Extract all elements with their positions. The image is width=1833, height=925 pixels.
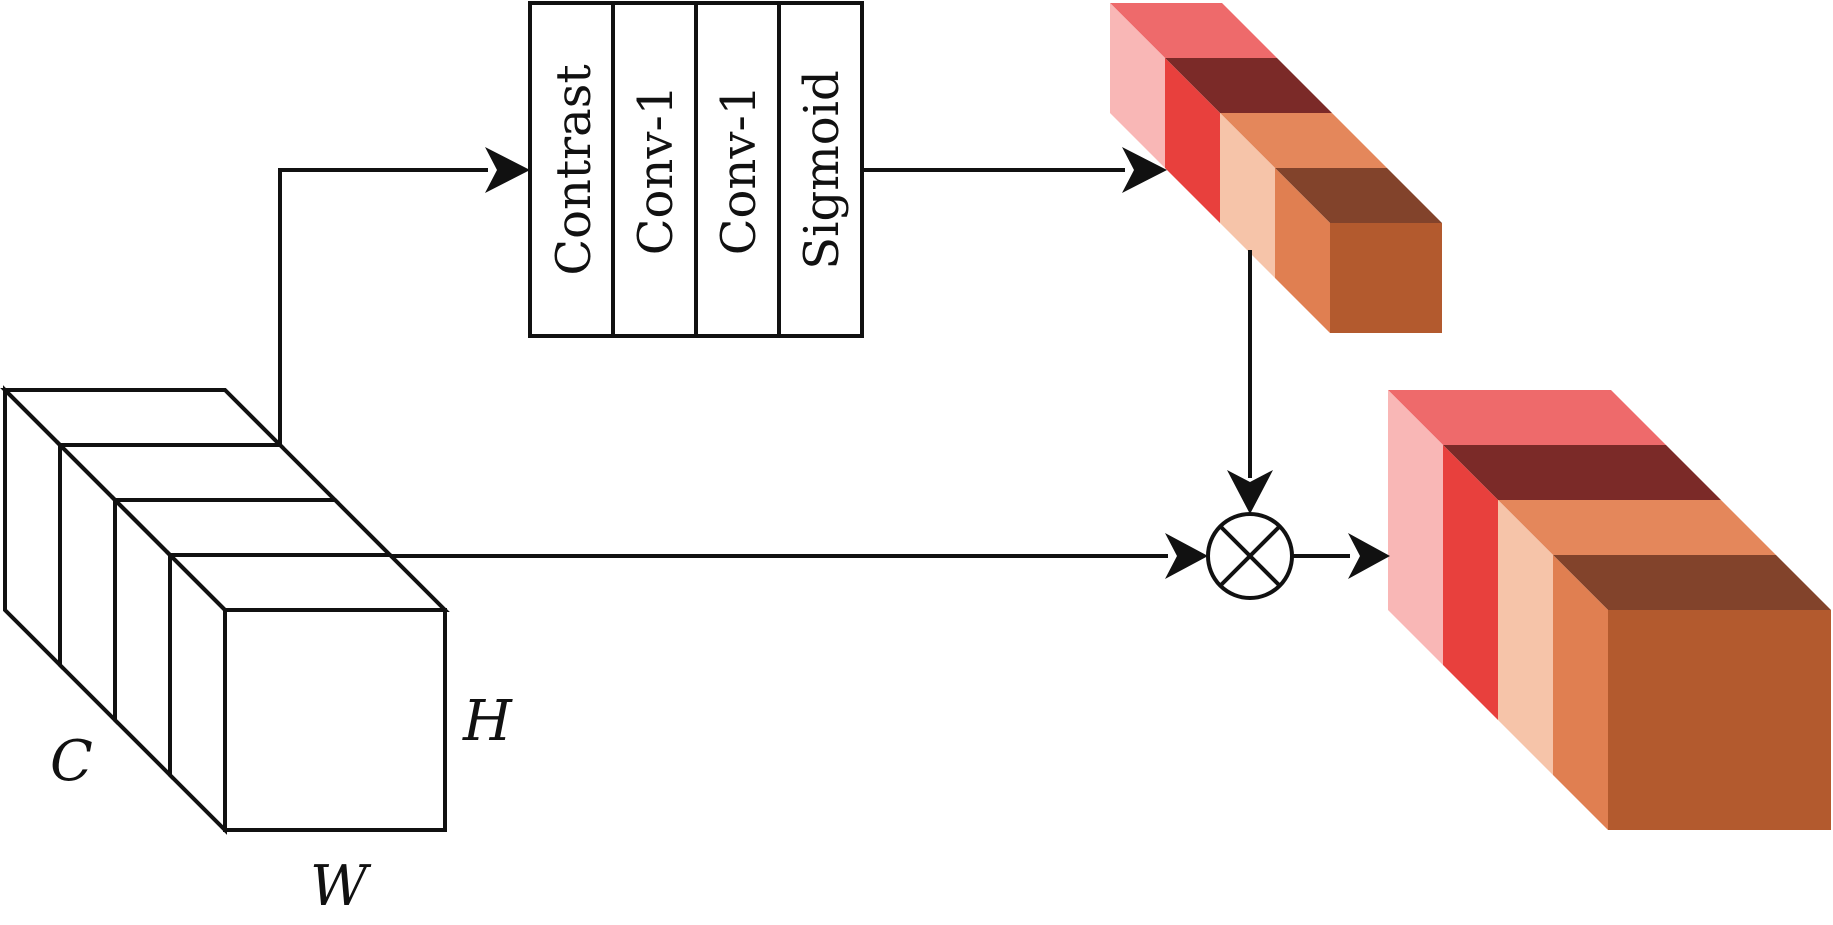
input-front-face bbox=[223, 608, 447, 832]
channel-label: C bbox=[50, 729, 93, 794]
step-conv1-a-label: Conv-1 bbox=[628, 85, 684, 255]
attention-front-face bbox=[1330, 223, 1442, 333]
multiply-circle-icon bbox=[1206, 512, 1294, 600]
attention-slice-1-side bbox=[1110, 3, 1165, 168]
input-slice-4-side bbox=[168, 550, 227, 835]
output-slice-3-top bbox=[1498, 500, 1776, 555]
arrow-module-to-attention bbox=[862, 147, 1167, 193]
attention-slice-3-top bbox=[1220, 113, 1387, 168]
attention-steps-block: Contrast Conv-1 Conv-1 Sigmoid bbox=[528, 1, 864, 338]
attention-slice-3-side bbox=[1220, 113, 1275, 278]
arrow-multiply-to-output bbox=[1292, 533, 1390, 579]
input-feature-tensor: C H W bbox=[0, 385, 513, 919]
input-slice-1-top bbox=[0, 388, 285, 447]
arrow-attention-to-multiply bbox=[1227, 250, 1273, 514]
attention-slice-1-top bbox=[1110, 3, 1277, 58]
width-label: W bbox=[310, 854, 372, 919]
input-slice-1-side bbox=[3, 385, 62, 670]
output-slice-2-side bbox=[1443, 445, 1498, 720]
arrow-input-to-multiply bbox=[390, 533, 1208, 579]
input-slice-2-top bbox=[55, 443, 340, 502]
attention-slice-4-top bbox=[1275, 168, 1442, 223]
attention-weight-tensor bbox=[1110, 3, 1442, 333]
input-slice-2-side bbox=[58, 440, 117, 725]
output-feature-tensor bbox=[1388, 390, 1831, 830]
height-label: H bbox=[462, 689, 513, 754]
arrow-input-to-module bbox=[278, 147, 530, 445]
output-slice-3-side bbox=[1498, 500, 1553, 775]
step-conv1-b-label: Conv-1 bbox=[711, 85, 767, 255]
attention-slice-2-top bbox=[1165, 58, 1332, 113]
output-slice-1-top bbox=[1388, 390, 1666, 445]
output-slice-4-side bbox=[1553, 555, 1608, 830]
input-slice-3-top bbox=[110, 498, 395, 557]
step-contrast-label: Contrast bbox=[546, 64, 602, 275]
input-slice-3-side bbox=[113, 495, 172, 780]
output-slice-1-side bbox=[1388, 390, 1443, 665]
attention-slice-4-side bbox=[1275, 168, 1330, 333]
output-front-face bbox=[1608, 610, 1831, 830]
step-sigmoid-label: Sigmoid bbox=[794, 70, 850, 269]
output-slice-2-top bbox=[1443, 445, 1721, 500]
input-slice-4-top bbox=[165, 553, 450, 612]
attention-slice-2-side bbox=[1165, 58, 1220, 223]
output-slice-4-top bbox=[1553, 555, 1831, 610]
